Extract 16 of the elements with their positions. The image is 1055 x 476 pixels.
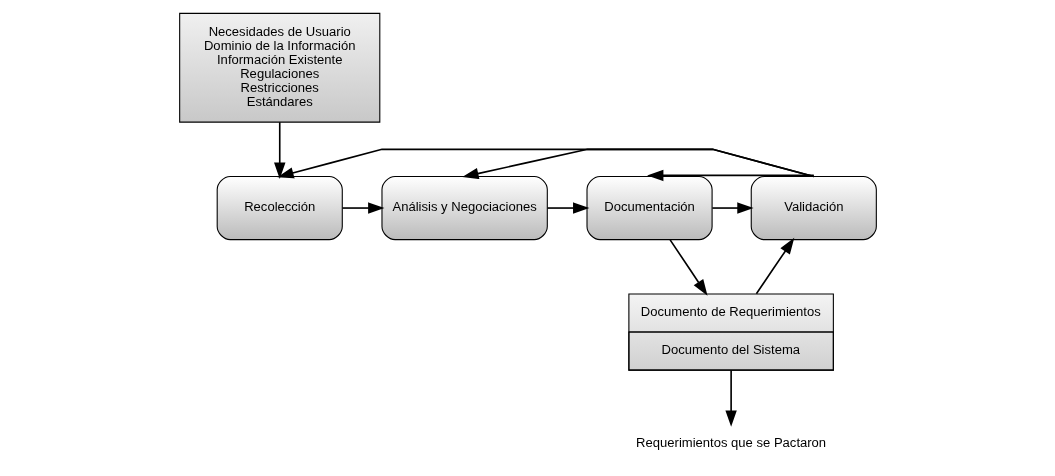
node-box: Recolección bbox=[216, 175, 343, 240]
arrow bbox=[724, 369, 737, 427]
arrow bbox=[646, 169, 815, 181]
arrow bbox=[461, 148, 815, 179]
arrow bbox=[755, 237, 794, 294]
arrow bbox=[273, 120, 285, 179]
node-box: Validación bbox=[750, 175, 877, 240]
node-box: Análisis y Negociaciones bbox=[380, 175, 548, 240]
node-box: Necesidades de Usuario Dominio de la Información Información Existente Regulaciones Restricciones Estándares bbox=[178, 12, 380, 123]
arrow bbox=[276, 148, 815, 178]
arrow bbox=[668, 238, 708, 296]
arrow bbox=[546, 201, 589, 214]
node-box: Documentación bbox=[585, 175, 713, 240]
arrow bbox=[711, 201, 754, 214]
arrow bbox=[341, 201, 384, 214]
node-text: Requerimientos que se Pactaron bbox=[635, 434, 826, 450]
